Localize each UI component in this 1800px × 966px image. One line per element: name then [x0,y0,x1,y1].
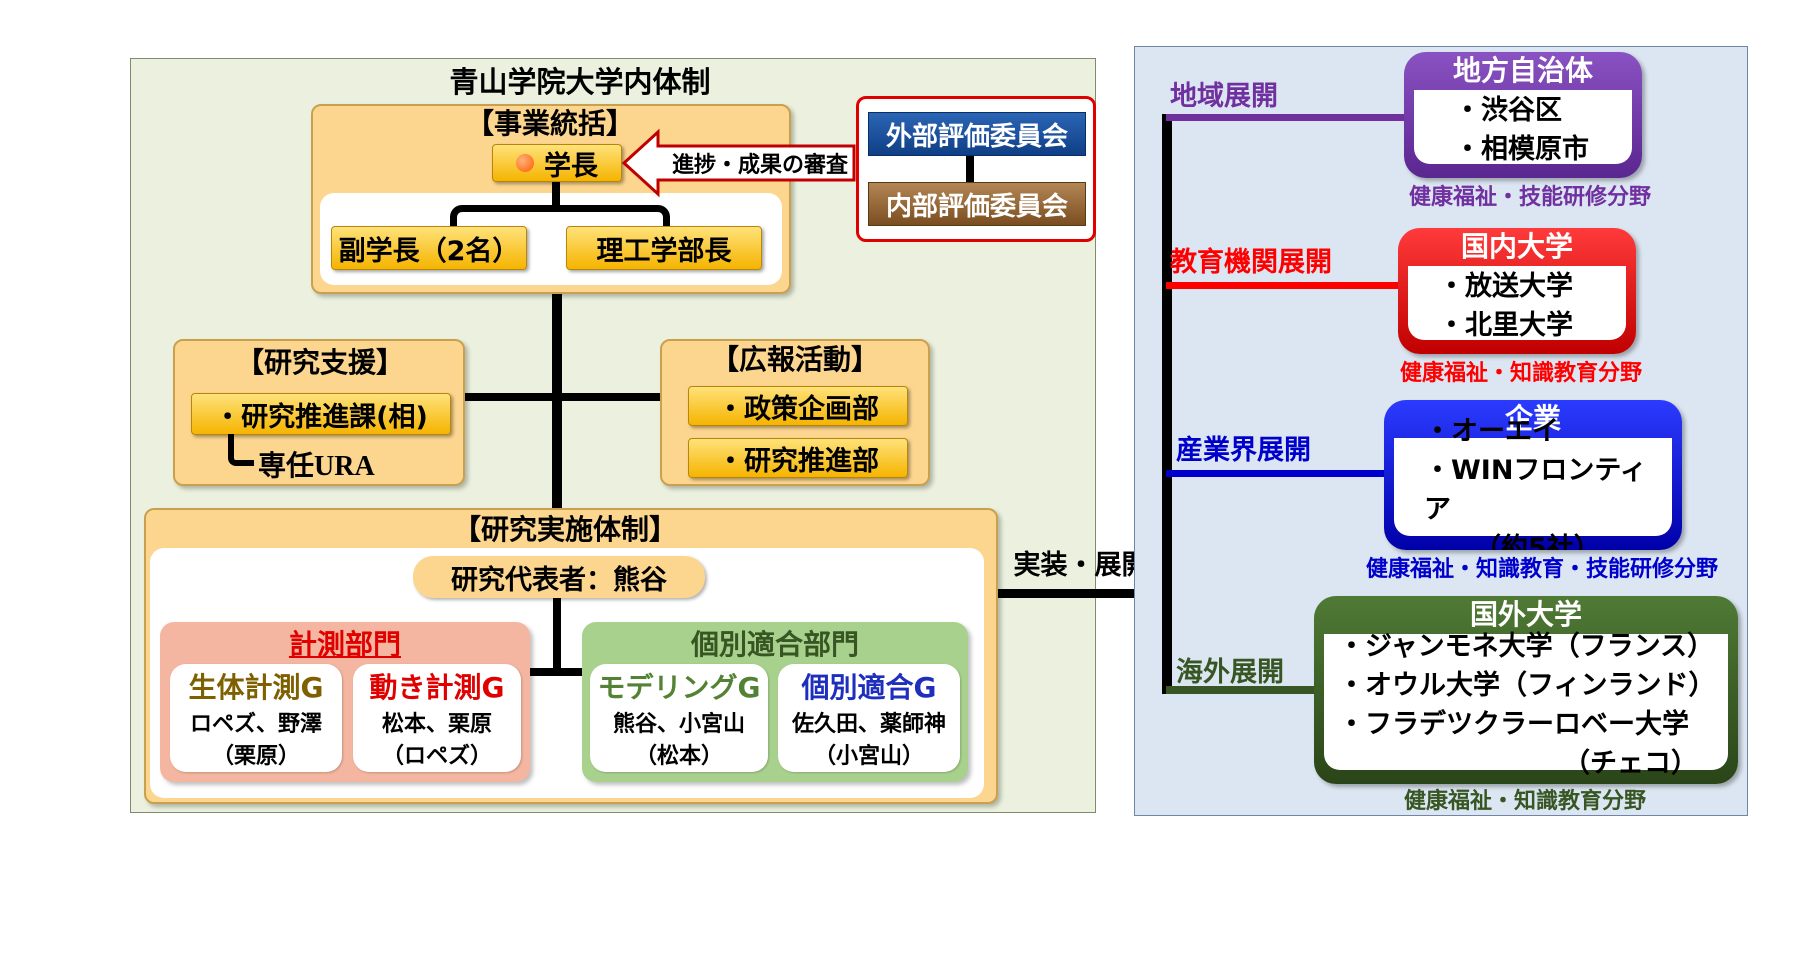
field-label-industry: 健康福祉・知識教育・技能研修分野 [1365,557,1718,582]
card-title: 国内大学 [1460,230,1573,263]
card-overseas-universities: 国外大学 ・ジャンモネ大学（フランス） ・オウル大学（フィンランド） ・フラデツ… [1314,596,1738,784]
branch-line-education [1166,282,1402,289]
branch-line-overseas [1166,686,1316,694]
card-item: （チェコ） [1563,748,1698,779]
card-item: ・相模原市 [1454,134,1589,165]
card-body: ・渋谷区 ・相模原市 [1414,90,1632,165]
card-item: ・北里大学 [1438,310,1573,341]
research-promotion-section: ・研究推進課(相) [191,393,451,435]
dean-box: 理工学部長 [566,226,762,270]
branch-line-regional [1166,114,1406,121]
dept-connector-line [530,668,590,676]
group-sub: （栗原） [211,744,300,769]
committee-connector [966,156,974,182]
group-members: 松本、栗原 [381,712,492,737]
vice-president-box: 副学長（2名） [331,226,527,270]
card-item: ・WINフロンティア [1424,455,1647,525]
branch-label-regional: 地域展開 [1170,81,1278,112]
support-pr-line [462,393,662,401]
group-members: 佐久田、薬師神 [791,712,946,737]
group-sub: （ロペズ） [381,744,492,769]
research-support-heading: 【研究支援】 [235,346,404,379]
card-title: 国外大学 [1469,598,1582,631]
group-members: 熊谷、小宮山 [612,712,745,737]
group-name: 生体計測G [188,671,324,704]
orange-dot-icon [516,154,534,172]
card-title: 地方自治体 [1452,54,1593,87]
sub-connector [228,434,254,466]
measurement-dept-title: 計測部門 [288,628,401,661]
external-committee: 外部評価委員会 [868,112,1086,156]
branch-line-industry [1166,470,1388,477]
bio-measurement-group: 生体計測G ロペズ、野澤 （栗原） [170,664,342,772]
review-arrow-label: 進捗・成果の審査 [671,153,848,178]
field-label-overseas: 健康福祉・知識教育分野 [1403,789,1646,814]
card-item: ・オーエイ [1424,416,1559,447]
group-sub: （松本） [634,744,723,769]
main-trunk-line [552,294,562,509]
pr-item-policy: ・政策企画部 [688,386,908,426]
card-item: （約5社） [1474,533,1601,550]
motion-measurement-group: 動き計測G 松本、栗原 （ロペズ） [353,664,521,772]
branch-label-education: 教育機関展開 [1170,247,1332,278]
card-item: ・ジャンモネ大学（フランス） [1338,631,1715,662]
card-body: ・オーエイ ・WINフロンティア （約5社） [1394,416,1672,550]
card-companies: 企業 ・オーエイ ・WINフロンティア （約5社） [1384,400,1682,550]
university-title: 青山学院大学内体制 [449,65,711,99]
internal-committee: 内部評価委員会 [868,182,1086,226]
field-label-regional: 健康福祉・技能研修分野 [1408,185,1651,210]
branch-label-industry: 産業界展開 [1176,435,1311,466]
card-domestic-universities: 国内大学 ・放送大学 ・北里大学 [1398,228,1636,354]
modeling-group: モデリングG 熊谷、小宮山 （松本） [590,664,768,772]
deployment-connector-line [998,589,1164,598]
card-item: ・渋谷区 [1454,95,1562,126]
deployment-label: 実装・展開 [1013,549,1149,581]
connector-line [552,182,560,208]
group-name: 個別適合G [801,671,937,704]
review-arrow-icon [622,128,856,198]
pi-connector-line [553,598,561,672]
pr-heading: 【広報活動】 [710,343,879,376]
card-title: 企業 [1504,402,1561,435]
card-body: ・放送大学 ・北里大学 [1408,266,1626,341]
pr-item-research: ・研究推進部 [688,438,908,478]
deployment-trunk-line [1162,114,1172,694]
field-label-education: 健康福祉・知識教育分野 [1399,361,1642,386]
card-item: ・フラデツクラーロベー大学 [1338,709,1689,740]
card-item: ・オウル大学（フィンランド） [1338,670,1716,701]
president-box: 学長 [492,144,622,182]
group-members: ロペズ、野澤 [189,712,322,737]
group-name: 動き計測G [369,671,505,704]
ura-label: 専任URA [258,451,375,482]
president-label: 学長 [544,150,598,182]
individual-adaptation-group: 個別適合G 佐久田、薬師神 （小宮山） [778,664,960,772]
adaptation-dept-title: 個別適合部門 [690,628,859,661]
group-sub: （小宮山） [813,744,924,769]
exec-heading: 【事業統括】 [465,107,634,140]
principal-investigator: 研究代表者：熊谷 [413,556,705,598]
card-item: ・放送大学 [1438,271,1573,302]
connector-bracket [450,205,670,235]
implementation-heading: 【研究実施体制】 [452,513,677,546]
card-local-government: 地方自治体 ・渋谷区 ・相模原市 [1404,52,1642,178]
branch-label-overseas: 海外展開 [1176,657,1284,688]
group-name: モデリングG [597,671,761,704]
card-body: ・ジャンモネ大学（フランス） ・オウル大学（フィンランド） ・フラデツクラーロベ… [1324,631,1728,779]
